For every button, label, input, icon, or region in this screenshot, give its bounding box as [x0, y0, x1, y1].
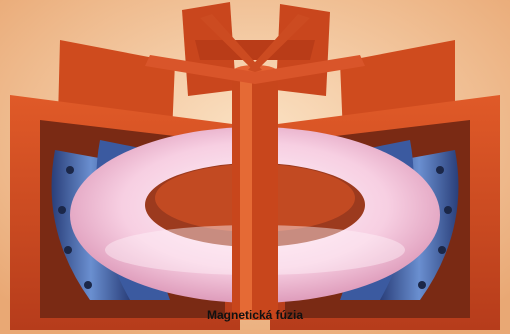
- figure-caption: Magnetická fúzia: [0, 308, 510, 322]
- central-column: [232, 65, 278, 320]
